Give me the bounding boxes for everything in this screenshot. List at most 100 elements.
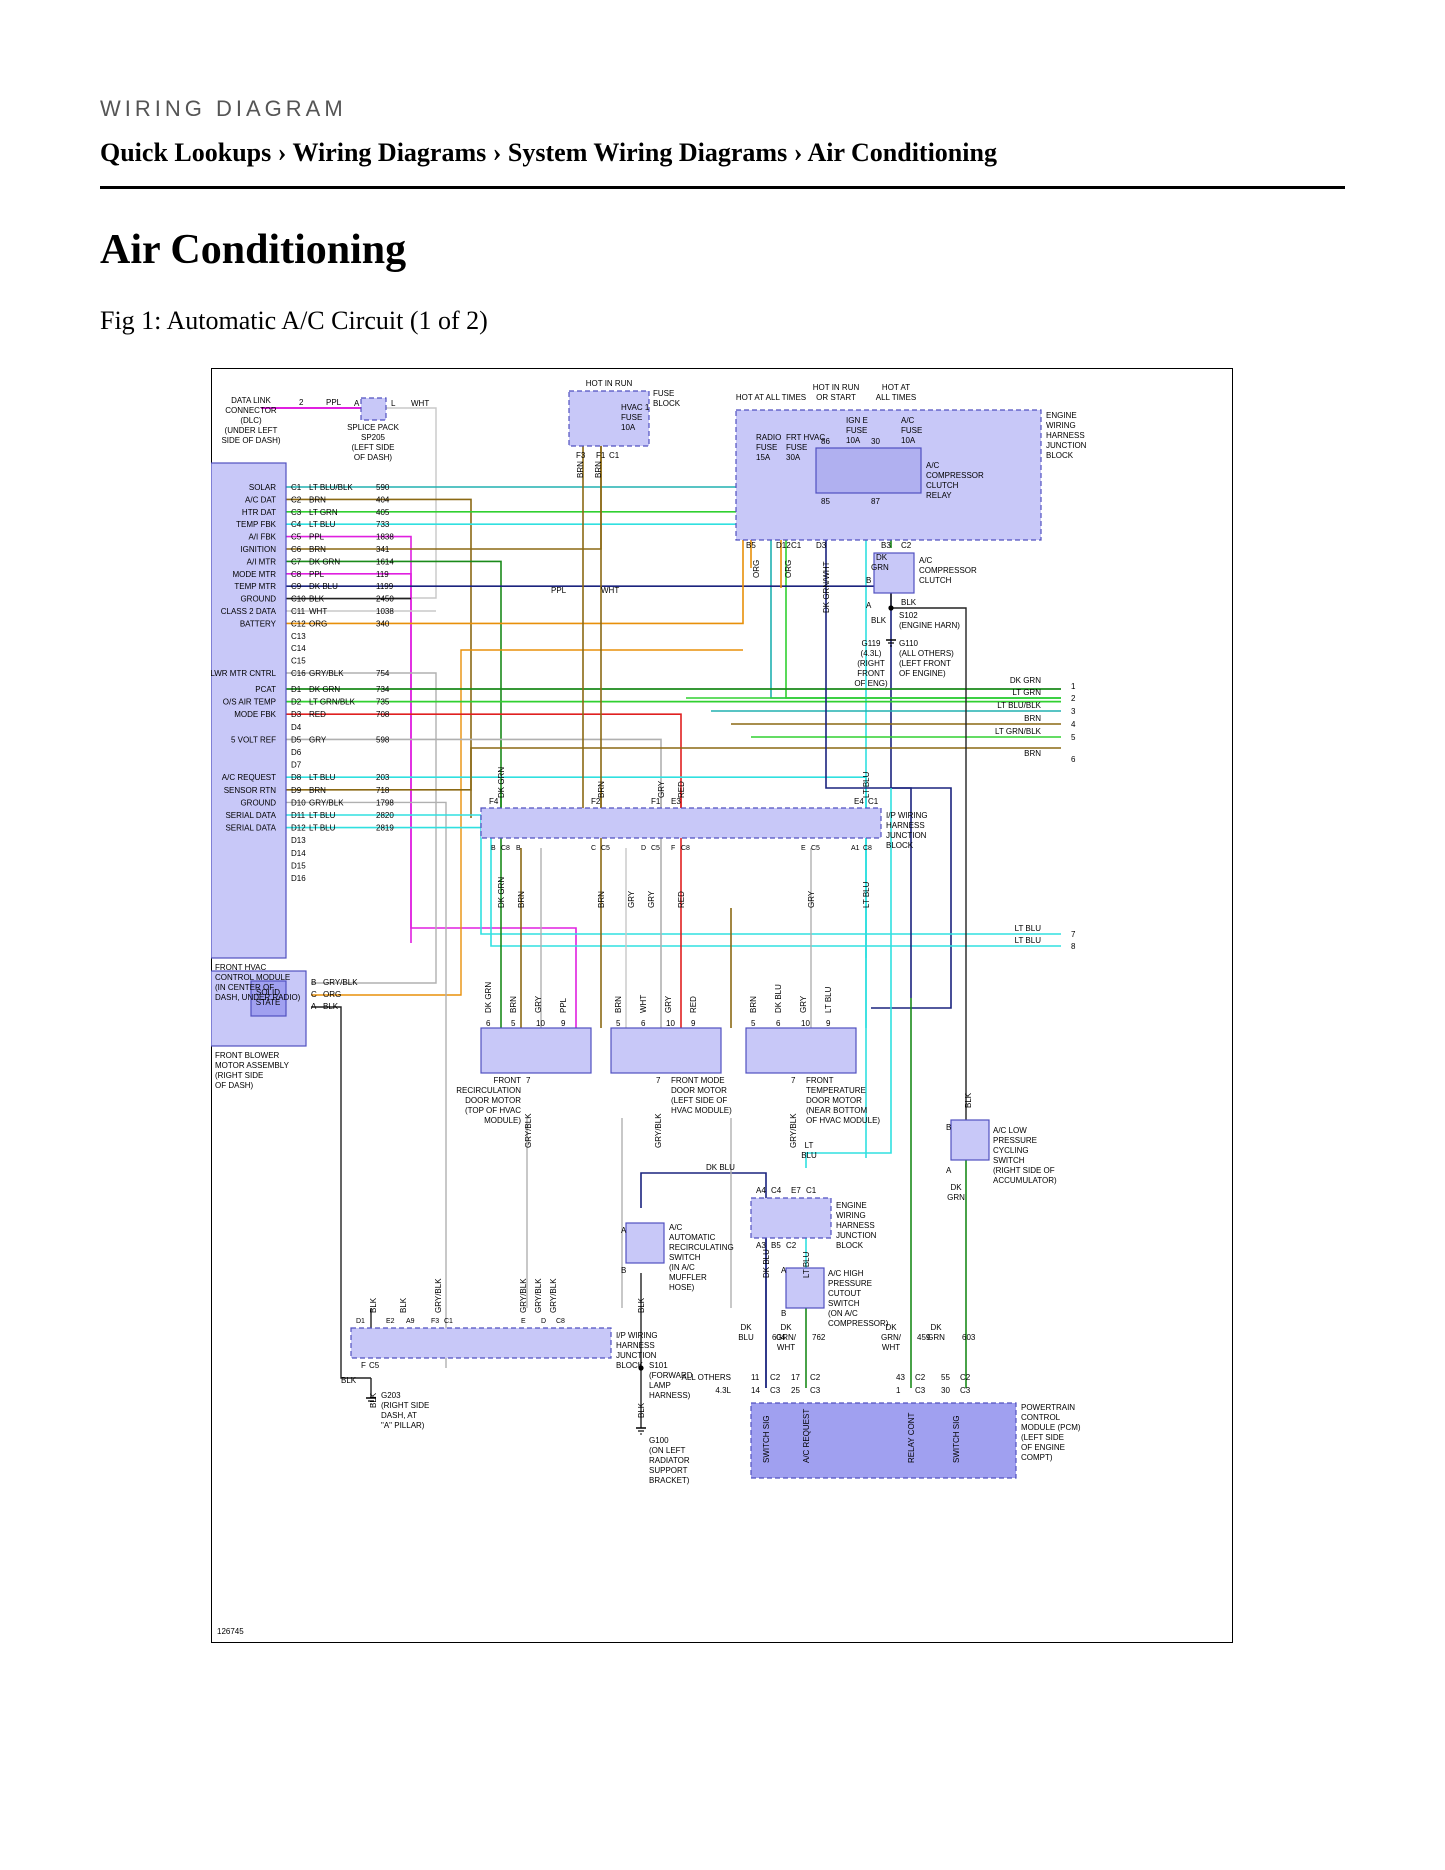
ip-jb-upper-label: JUNCTION: [886, 831, 927, 840]
relay-box: [815, 447, 922, 494]
motor-0-pin-0: 6: [486, 1019, 491, 1028]
door-motor-box-1: [480, 1027, 592, 1074]
wire-d12-lt-blu: [286, 826, 1061, 947]
g110-label: OF ENGINE): [899, 669, 946, 678]
recirc-switch-label: (IN A/C: [669, 1263, 695, 1272]
wire-splice-wht: [386, 407, 437, 599]
ip-jb-upper-label: I/P WIRING: [886, 811, 928, 820]
output-wire-5: LT GRN/BLK: [995, 727, 1042, 736]
module-d-wire-2: LT GRN/BLK: [309, 698, 356, 707]
motor-2-label: (NEAR BOTTOM: [806, 1106, 868, 1115]
lp-switch-label: PRESSURE: [993, 1136, 1037, 1145]
module-c-name-12: BATTERY: [240, 619, 277, 628]
module-c-circuit-4: 733: [376, 520, 390, 529]
ip-jb-upper-label: HARNESS: [886, 821, 925, 830]
ewjb-lower-box: [750, 1197, 832, 1239]
ewjb-label: BLOCK: [1046, 451, 1074, 460]
breadcrumb-air-conditioning[interactable]: Air Conditioning: [807, 138, 997, 167]
ewjb-pin-1: D12: [776, 541, 791, 550]
low-pressure-switch-box: [950, 1119, 990, 1161]
dlc-label: SIDE OF DASH): [221, 436, 280, 445]
ip-jb-bottom-pin-10: C5: [811, 845, 820, 852]
wire-d10-gry-blk: [286, 801, 447, 1368]
breadcrumb-quick-lookups[interactable]: Quick Lookups: [100, 138, 272, 167]
fuse-conn-c1: C1: [609, 451, 620, 460]
lp-switch-label: SWITCH: [993, 1156, 1025, 1165]
g119-label: OF ENG): [854, 679, 888, 688]
module-c-name-7: A/I MTR: [247, 557, 277, 566]
ewjb-lower-lt-blu: LT: [805, 1141, 814, 1150]
module-c-name-8: MODE MTR: [232, 570, 276, 579]
pcm-circuit-3-conn-2: C3: [960, 1386, 971, 1395]
pcm-circuit-2-function: RELAY CONT: [907, 1413, 916, 1463]
s101-label: LAMP: [649, 1381, 671, 1390]
motor-0-wire-2: GRY: [534, 995, 543, 1013]
hp-switch-label: CUTOUT: [828, 1289, 861, 1298]
ewjb-lower-conn-c4: C4: [771, 1186, 782, 1195]
pcm-circuit-0-wire: DK: [740, 1323, 752, 1332]
blower-pin-B: B: [311, 978, 316, 987]
motor-2-label: DOOR MOTOR: [806, 1096, 862, 1105]
motor-2-wire-1: DK BLU: [774, 984, 783, 1013]
relay-label: CLUTCH: [926, 481, 959, 490]
module-d-name-2: O/S AIR TEMP: [223, 698, 276, 707]
blower-wire-1: ORG: [323, 990, 341, 999]
ip-jb-lower-wire-3: GRY/BLK: [519, 1278, 528, 1313]
breadcrumb-system-wiring-diagrams[interactable]: System Wiring Diagrams: [507, 138, 788, 167]
ip-jb-lower-wire-0: BLK: [369, 1297, 378, 1313]
motor-2-label: FRONT: [806, 1076, 834, 1085]
clutch-label: A/C: [919, 556, 933, 565]
module-c-circuit-2: 404: [376, 495, 390, 504]
ewjb-wire-org-1: ORG: [752, 560, 761, 578]
ewjb-pin-3: D3: [816, 541, 827, 550]
motor-1-label: (LEFT SIDE OF: [671, 1096, 727, 1105]
ewjb-pin-0: B5: [746, 541, 756, 550]
motor-2-label: OF HVAC MODULE): [806, 1116, 880, 1125]
pcm-circuit-3-conn-1: C2: [960, 1373, 971, 1382]
motor-2-pin-2: 10: [801, 1019, 810, 1028]
g119-label: G119: [862, 639, 882, 648]
relay-pin-30: 30: [871, 437, 880, 446]
module-d-pin-7: D7: [291, 761, 302, 770]
breadcrumb-wiring-diagrams[interactable]: Wiring Diagrams: [292, 138, 487, 167]
pcm-circuit-3-wire: DK: [930, 1323, 942, 1332]
module-c-name-9: TEMP MTR: [234, 582, 276, 591]
ewjb-fuse-3: FUSE: [846, 426, 867, 435]
module-c-pin-10: C10: [291, 595, 306, 604]
motor-0-label: MODULE): [484, 1116, 521, 1125]
wire-d11-lt-blu: [286, 814, 1061, 935]
pcm-circuit-3-wire: GRN: [927, 1333, 945, 1342]
ip-jb-bottom-pin-7: F: [671, 845, 675, 852]
s102-splice-dot: [888, 605, 894, 611]
recirc-switch-box: [625, 1222, 665, 1264]
module-d-pin-16: D16: [291, 874, 306, 883]
s102-label: (ENGINE HARN): [899, 621, 960, 630]
output-wire-1: DK GRN: [1010, 676, 1041, 685]
module-d-wire-12: LT BLU: [309, 824, 336, 833]
motor-2-ground-pin: 7: [791, 1076, 796, 1085]
module-d-name-9: SENSOR RTN: [224, 786, 277, 795]
motor-1-label: FRONT MODE: [671, 1076, 725, 1085]
ip-jb-top-wire-3: RED: [677, 781, 686, 798]
s101-label: HARNESS): [649, 1391, 691, 1400]
module-d-pin-13: D13: [291, 836, 306, 845]
module-c-pin-3: C3: [291, 508, 302, 517]
module-c-wire-16: GRY/BLK: [309, 669, 344, 678]
blower-label: MOTOR ASSEMBLY: [215, 1061, 290, 1070]
ewjb-pin-4: B3: [881, 541, 891, 550]
ewjb-fuse-2: 30A: [786, 453, 801, 462]
module-d-wire-8: LT BLU: [309, 773, 336, 782]
splice-pack-label: (LEFT SIDE: [352, 443, 395, 452]
fuse-wire-brn-2: BRN: [594, 461, 603, 478]
motor-2-ground-wire: GRY/BLK: [789, 1113, 798, 1148]
module-c-wire-5: PPL: [309, 533, 325, 542]
motor-2-pin-1: 6: [776, 1019, 781, 1028]
ip-jb-bottom-pin-5: D: [641, 845, 646, 852]
splice-wire: WHT: [411, 399, 429, 408]
module-label: DASH, UNDER RADIO): [215, 993, 301, 1002]
wire-module-c12: [286, 516, 744, 625]
fuse-hot-label: HOT IN RUN: [586, 379, 633, 388]
clutch-label: COMPRESSOR: [919, 566, 977, 575]
breadcrumb-separator: ›: [793, 138, 803, 167]
motor-2-label: TEMPERATURE: [806, 1086, 866, 1095]
